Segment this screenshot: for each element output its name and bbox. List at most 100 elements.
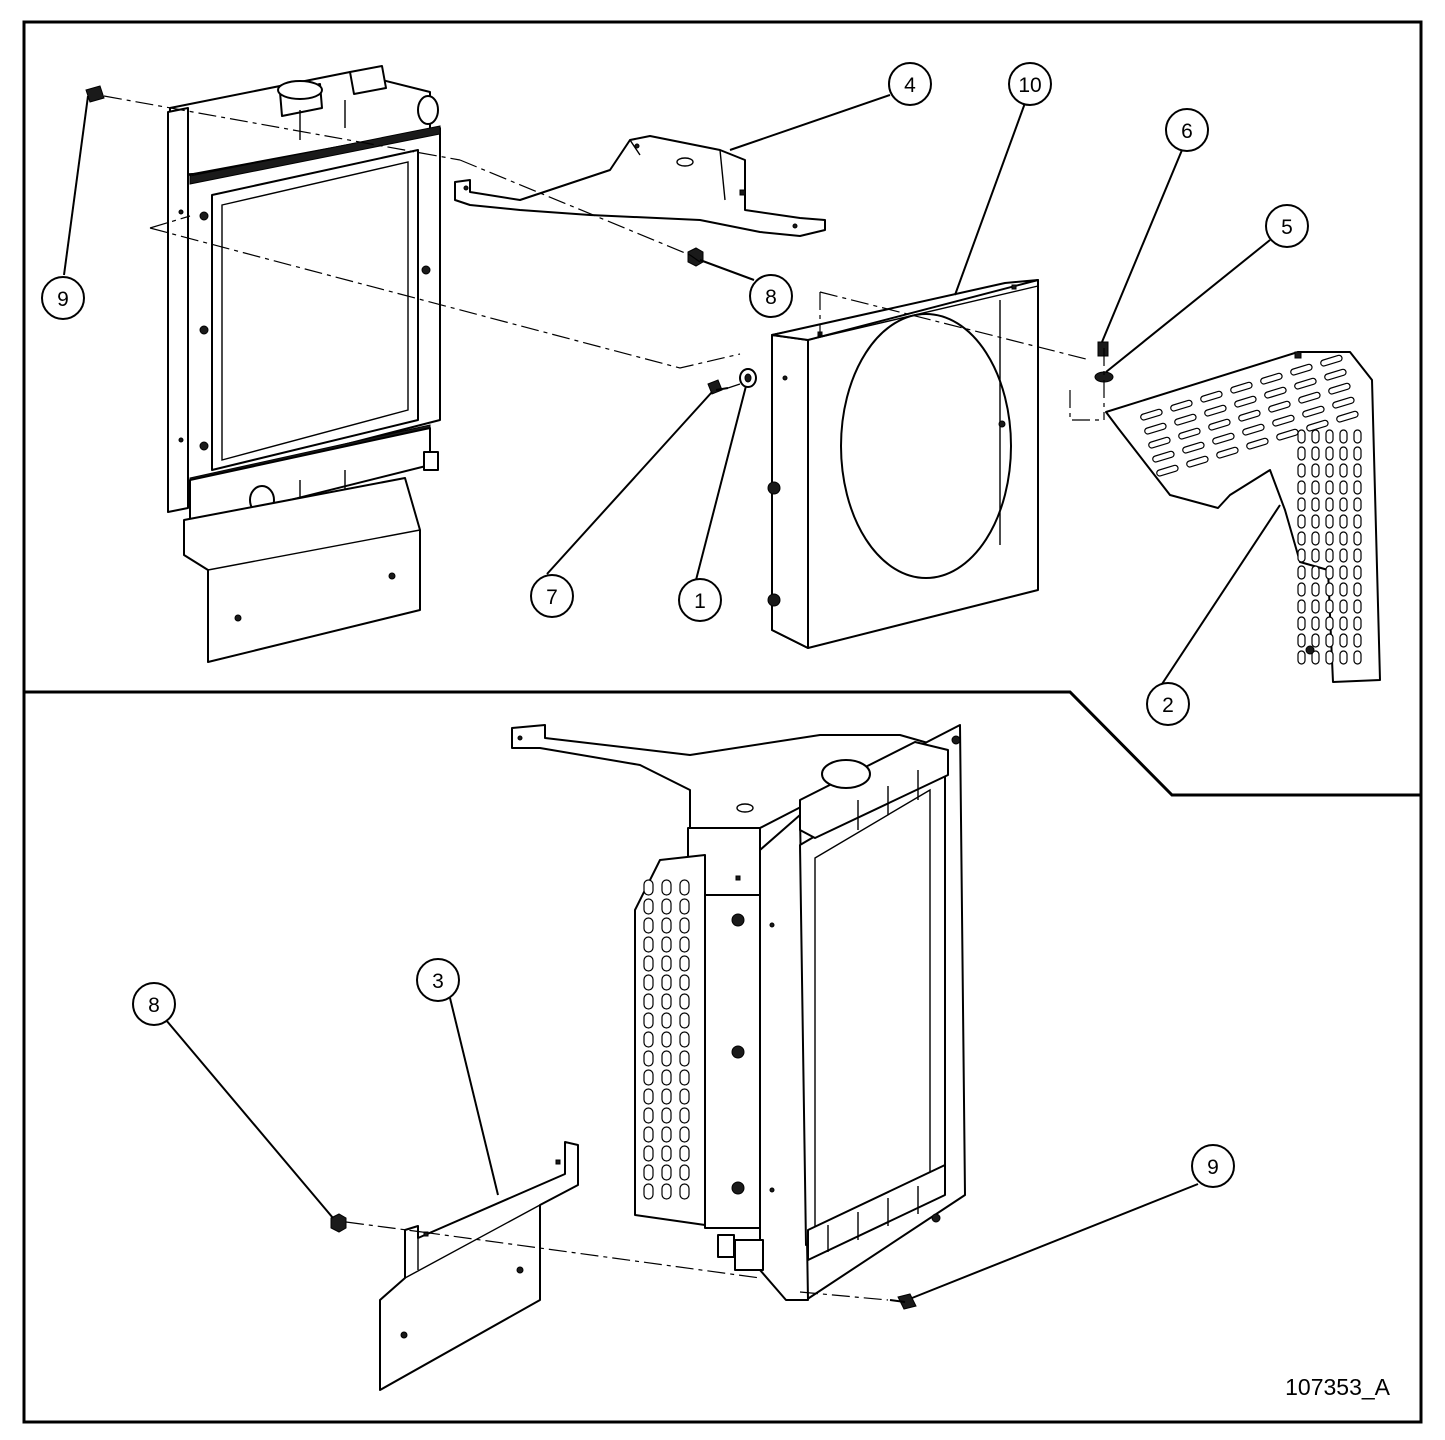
guard-slot [1353, 650, 1362, 665]
fan-shroud-part-10 [767, 279, 1039, 649]
guard-slot [661, 917, 672, 934]
guard-slot [1178, 427, 1201, 440]
washer-part-1 [739, 368, 757, 388]
callout-7-label: 7 [546, 586, 558, 609]
guard-slot [643, 898, 654, 915]
guard-slot [1204, 404, 1227, 417]
callout-6-label: 6 [1181, 120, 1193, 143]
guard-slot [679, 974, 690, 991]
guard-slot [1339, 599, 1348, 614]
screw-part-6 [1097, 341, 1109, 357]
guard-slot [1174, 413, 1197, 426]
guard-slot [1216, 446, 1239, 459]
guard-slot [643, 1107, 654, 1124]
alignment-lines-bottom [345, 1221, 889, 1301]
guard-slot [1311, 582, 1320, 597]
guard-slot [1156, 464, 1179, 477]
callout-6: 6 [1165, 108, 1209, 152]
guard-slot [1353, 480, 1362, 495]
guard-slot [1297, 446, 1306, 461]
guard-slot [1200, 390, 1223, 403]
guard-slot [1170, 399, 1193, 412]
guard-slot [661, 1183, 672, 1200]
guard-slot [679, 1183, 690, 1200]
guard-slot [1328, 382, 1351, 395]
callout-9-top: 9 [41, 276, 85, 320]
guard-slot [1339, 650, 1348, 665]
guard-slot [661, 936, 672, 953]
guard-slot [1339, 514, 1348, 529]
guard-slot [1339, 480, 1348, 495]
guard-slot [643, 917, 654, 934]
guard-slot [643, 1069, 654, 1086]
guard-slot [1325, 497, 1334, 512]
guard-slot [1208, 418, 1231, 431]
callout-5: 5 [1265, 204, 1309, 248]
guard-slot [1297, 429, 1306, 444]
callout-3: 3 [416, 958, 460, 1002]
guard-slot [1152, 450, 1175, 463]
callout-4: 4 [888, 62, 932, 106]
guard-slot [1311, 429, 1320, 444]
guard-slot [1246, 437, 1269, 450]
guard-slot [1230, 381, 1253, 394]
guard-slot [643, 955, 654, 972]
guard-slot [1272, 414, 1295, 427]
guard-slot [1297, 582, 1306, 597]
nut-part-8-top [687, 247, 704, 267]
guard-slot [661, 1069, 672, 1086]
guard-slot [679, 917, 690, 934]
guard-slot [1297, 616, 1306, 631]
guard-slot [1353, 633, 1362, 648]
guard-slot [1311, 497, 1320, 512]
guard-slot [1306, 419, 1329, 432]
guard-slot [1311, 616, 1320, 631]
guard-slot [1294, 377, 1317, 390]
callout-1: 1 [678, 578, 722, 622]
guard-slot [1353, 599, 1362, 614]
guard-slot [1325, 650, 1334, 665]
guard-slot [661, 1088, 672, 1105]
guard-slot [1311, 650, 1320, 665]
guard-slot [1353, 616, 1362, 631]
guard-slot [1324, 368, 1347, 381]
callout-2-label: 2 [1162, 694, 1174, 717]
guard-slot [679, 1069, 690, 1086]
guard-slot [1325, 446, 1334, 461]
guard-slot [1353, 565, 1362, 580]
guard-slot [679, 1126, 690, 1143]
guard-slot [1182, 441, 1205, 454]
guard-slot [679, 1107, 690, 1124]
guard-slot [679, 1145, 690, 1162]
guard-slot [679, 879, 690, 896]
figure-id: 107353_A [1285, 1374, 1391, 1400]
guard-slot [661, 1050, 672, 1067]
guard-slot [679, 936, 690, 953]
guard-slot [1353, 531, 1362, 546]
callout-8-bottom-label: 8 [148, 994, 160, 1017]
callout-8-top: 8 [749, 274, 793, 318]
guard-slot [1353, 548, 1362, 563]
guard-slot [661, 1012, 672, 1029]
screw-part-7 [707, 379, 729, 395]
callout-4-label: 4 [904, 74, 916, 97]
guard-slot [1325, 429, 1334, 444]
guard-slot [1297, 531, 1306, 546]
guard-slot [1186, 455, 1209, 468]
guard-slot [661, 898, 672, 915]
guard-slot [679, 1088, 690, 1105]
callout-9-top-label: 9 [57, 288, 69, 311]
guard-slot [1311, 480, 1320, 495]
guard-slot [661, 1145, 672, 1162]
guard-slot [679, 955, 690, 972]
guard-slot [1325, 616, 1334, 631]
guard-slot [643, 879, 654, 896]
guard-slot [1311, 463, 1320, 478]
nut-part-8-bottom [330, 1213, 347, 1233]
guard-slot [1260, 372, 1283, 385]
guard-slot [1238, 409, 1261, 422]
guard-slot [661, 974, 672, 991]
guard-slot [1298, 391, 1321, 404]
guard-slot [1336, 410, 1359, 423]
